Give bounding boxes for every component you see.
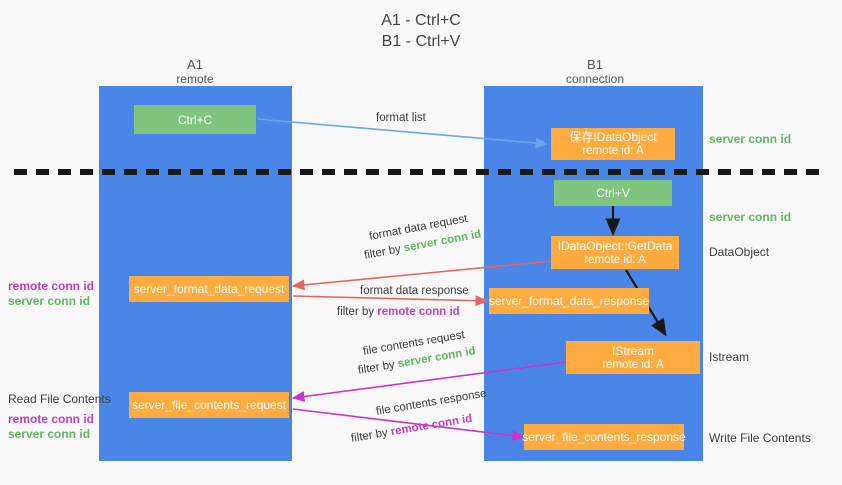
box-istream[interactable]: IStream remote id: A bbox=[566, 341, 700, 374]
left-label-server-conn-id-2: server conn id bbox=[8, 427, 91, 441]
box-istream-line2: remote id: A bbox=[602, 358, 664, 371]
lane-b1-title: B1 bbox=[587, 57, 603, 72]
filter-prefix: filter by bbox=[357, 358, 399, 377]
filter-key-remote-conn-id: remote conn id bbox=[377, 306, 460, 318]
box-ctrl-v[interactable]: Ctrl+V bbox=[554, 180, 672, 206]
lane-header-a1: A1 remote bbox=[120, 57, 270, 87]
right-label-data-object: DataObject bbox=[709, 245, 770, 259]
box-ctrl-v-label: Ctrl+V bbox=[596, 186, 630, 200]
label-format-list: format list bbox=[376, 112, 426, 124]
box-server-file-contents-request[interactable]: server_file_contents_request bbox=[129, 392, 289, 418]
left-label-conn-ids-1: remote conn id server conn id bbox=[8, 279, 94, 309]
lane-a1-title: A1 bbox=[187, 57, 203, 72]
right-label-server-conn-id-mid: server conn id bbox=[709, 210, 792, 224]
left-label-remote-conn-id-1: remote conn id bbox=[8, 279, 95, 293]
box-save-idataobject-line1: 保存IDataObject bbox=[569, 130, 657, 144]
box-server-format-data-request-label: server_format_data_request bbox=[133, 282, 285, 296]
box-idataobject-getdata[interactable]: IDataObject::GetData remote id: A bbox=[551, 236, 679, 269]
label-file-contents-response-filter: filter by remote conn id bbox=[350, 412, 473, 446]
filter-prefix: filter by bbox=[337, 306, 378, 318]
lane-header-b1: B1 connection bbox=[520, 57, 670, 87]
box-server-file-contents-response-label: server_file_contents_response bbox=[522, 430, 686, 444]
label-format-data-response-filter: filter by remote conn id bbox=[337, 305, 460, 319]
box-server-format-data-response-label: server_format_data_response bbox=[488, 294, 650, 308]
left-label-read-file-contents: Read File Contents bbox=[8, 392, 111, 406]
label-format-data-response: format data response bbox=[360, 285, 469, 297]
box-istream-line1: IStream bbox=[611, 343, 654, 358]
box-getdata-line1: IDataObject::GetData bbox=[557, 238, 673, 253]
filter-key-remote-conn-id: remote conn id bbox=[389, 412, 474, 439]
box-server-file-contents-request-label: server_file_contents_request bbox=[131, 398, 287, 412]
right-label-istream: Istream bbox=[709, 350, 750, 364]
box-server-file-contents-response[interactable]: server_file_contents_response bbox=[522, 424, 686, 450]
box-save-idataobject[interactable]: 保存IDataObject remote id: A bbox=[551, 128, 675, 160]
left-label-conn-ids-2: remote conn id server conn id bbox=[8, 412, 94, 442]
filter-prefix: filter by bbox=[363, 242, 405, 262]
lane-a1-subtitle: remote bbox=[176, 72, 214, 86]
box-ctrl-c[interactable]: Ctrl+C bbox=[134, 105, 256, 134]
box-server-format-data-response[interactable]: server_format_data_response bbox=[489, 288, 649, 314]
box-save-idataobject-line2: remote id: A bbox=[582, 145, 644, 157]
right-label-write-file-contents: Write File Contents bbox=[709, 431, 811, 445]
left-label-remote-conn-id-2: remote conn id bbox=[8, 412, 95, 426]
box-server-format-data-request[interactable]: server_format_data_request bbox=[129, 276, 289, 302]
right-label-server-conn-id-top: server conn id bbox=[709, 132, 792, 146]
page-title: A1 - Ctrl+C B1 - Ctrl+V bbox=[381, 12, 461, 50]
lane-b1-subtitle: connection bbox=[565, 72, 625, 86]
box-getdata-line2: remote id: A bbox=[584, 253, 646, 266]
box-ctrl-c-label: Ctrl+C bbox=[177, 112, 213, 127]
filter-prefix: filter by bbox=[350, 426, 392, 445]
left-label-server-conn-id-1: server conn id bbox=[8, 294, 91, 308]
